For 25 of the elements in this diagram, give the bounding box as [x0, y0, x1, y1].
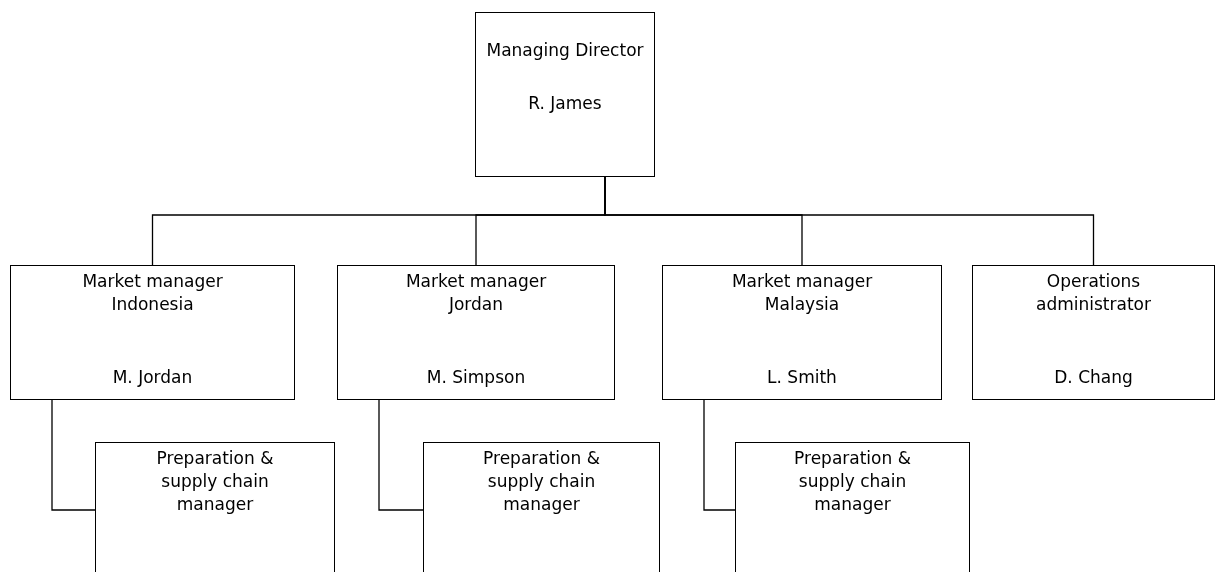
role-box — [475, 12, 655, 177]
person-name: M. Jordan — [112, 366, 193, 389]
connector-line — [378, 399, 424, 511]
connector-line — [703, 399, 736, 511]
role-title: Market manager Malaysia — [730, 270, 874, 316]
role-box — [662, 265, 942, 400]
role-title: Market manager Indonesia — [81, 270, 224, 316]
connector-line — [604, 176, 1095, 266]
role-title: Preparation & supply chain manager — [155, 447, 275, 516]
role-box — [10, 265, 295, 400]
role-title: Market manager Jordan — [404, 270, 548, 316]
role-box — [735, 442, 970, 572]
role-title: Operations administrator — [1035, 270, 1152, 316]
person-name: R. James — [528, 92, 602, 115]
role-title: Managing Director — [486, 39, 644, 62]
role-box — [423, 442, 660, 572]
connector-line — [51, 399, 96, 511]
role-box — [337, 265, 615, 400]
role-box — [95, 442, 335, 572]
person-name: M. Simpson — [426, 366, 526, 389]
role-title: Preparation & supply chain manager — [482, 447, 601, 516]
person-name: L. Smith — [767, 366, 837, 389]
role-title: Preparation & supply chain manager — [793, 447, 912, 516]
role-box — [972, 265, 1215, 400]
person-name: D. Chang — [1054, 366, 1133, 389]
